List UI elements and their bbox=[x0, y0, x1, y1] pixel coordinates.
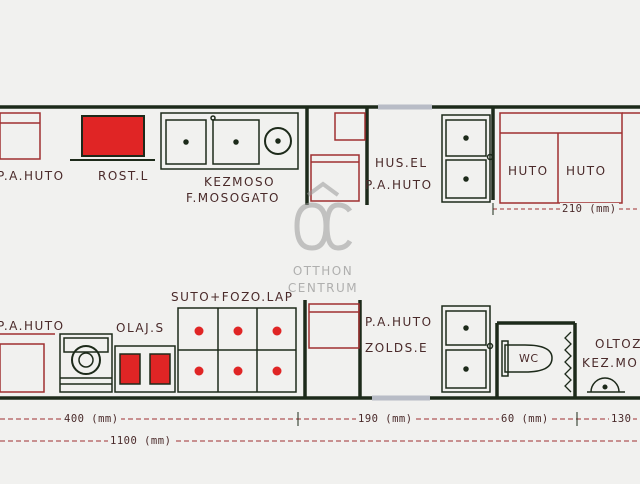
fridge-top-left bbox=[0, 112, 41, 160]
label-pa-huto-bottom-mid: P.A.HUTO bbox=[365, 315, 433, 329]
watermark-line-1: OTTHON bbox=[292, 264, 354, 278]
walls bbox=[0, 105, 640, 400]
sink-unit bbox=[160, 112, 299, 170]
dimension-label-210: 210 (mm) bbox=[560, 203, 619, 215]
label-pa-huto-bottom-left: P.A.HUTO bbox=[0, 319, 65, 333]
label-huto-1: HUTO bbox=[508, 164, 549, 178]
oil-fryer bbox=[114, 345, 176, 393]
dimension-label-1100: 1100 (mm) bbox=[108, 435, 174, 447]
label-olaj-s: OLAJ.S bbox=[116, 321, 165, 335]
watermark: OTTHON CENTRUM bbox=[283, 178, 363, 303]
label-pa-huto-top-mid: P.A.HUTO bbox=[365, 178, 433, 192]
fridge-bottom-left bbox=[0, 333, 55, 393]
grill-unit bbox=[81, 115, 145, 157]
fryer-unit bbox=[59, 333, 113, 393]
fridge-bank-right bbox=[499, 112, 640, 204]
watermark-line-2: CENTRUM bbox=[287, 281, 359, 295]
hand-sink-bottom-right bbox=[587, 377, 625, 393]
toilet bbox=[501, 340, 553, 377]
watermark-logo bbox=[294, 181, 353, 251]
windows bbox=[372, 104, 432, 401]
fridge-double-lower bbox=[441, 305, 494, 393]
label-kez-mo: KEZ.MO bbox=[582, 356, 639, 370]
label-wc: WC bbox=[519, 352, 539, 365]
dimension-label-130: 130 bbox=[609, 413, 634, 425]
label-oltozo: OLTOZO bbox=[595, 337, 640, 351]
label-suto-fozo-lap: SUTO+FOZO.LAP bbox=[171, 290, 294, 304]
label-zolds-e: ZOLDS.E bbox=[365, 341, 429, 355]
label-huto-2: HUTO bbox=[566, 164, 607, 178]
fridge-bottom-partition bbox=[308, 303, 360, 349]
fridge-top-partition bbox=[310, 112, 366, 202]
label-kezmoso: KEZMOSO bbox=[204, 175, 276, 189]
label-hus-el: HUS.EL bbox=[375, 156, 428, 170]
stove-unit bbox=[177, 307, 297, 393]
fridge-double-upper bbox=[441, 114, 494, 203]
dimension-label-60: 60 (mm) bbox=[499, 413, 551, 425]
dimension-label-400: 400 (mm) bbox=[62, 413, 121, 425]
label-f-mosogato: F.MOSOGATO bbox=[186, 191, 281, 205]
label-rost-l: ROST.L bbox=[98, 169, 149, 183]
label-pa-huto-top-left: P.A.HUTO bbox=[0, 169, 65, 183]
dimension-label-190: 190 (mm) bbox=[356, 413, 415, 425]
curtain-zigzag bbox=[564, 331, 572, 393]
